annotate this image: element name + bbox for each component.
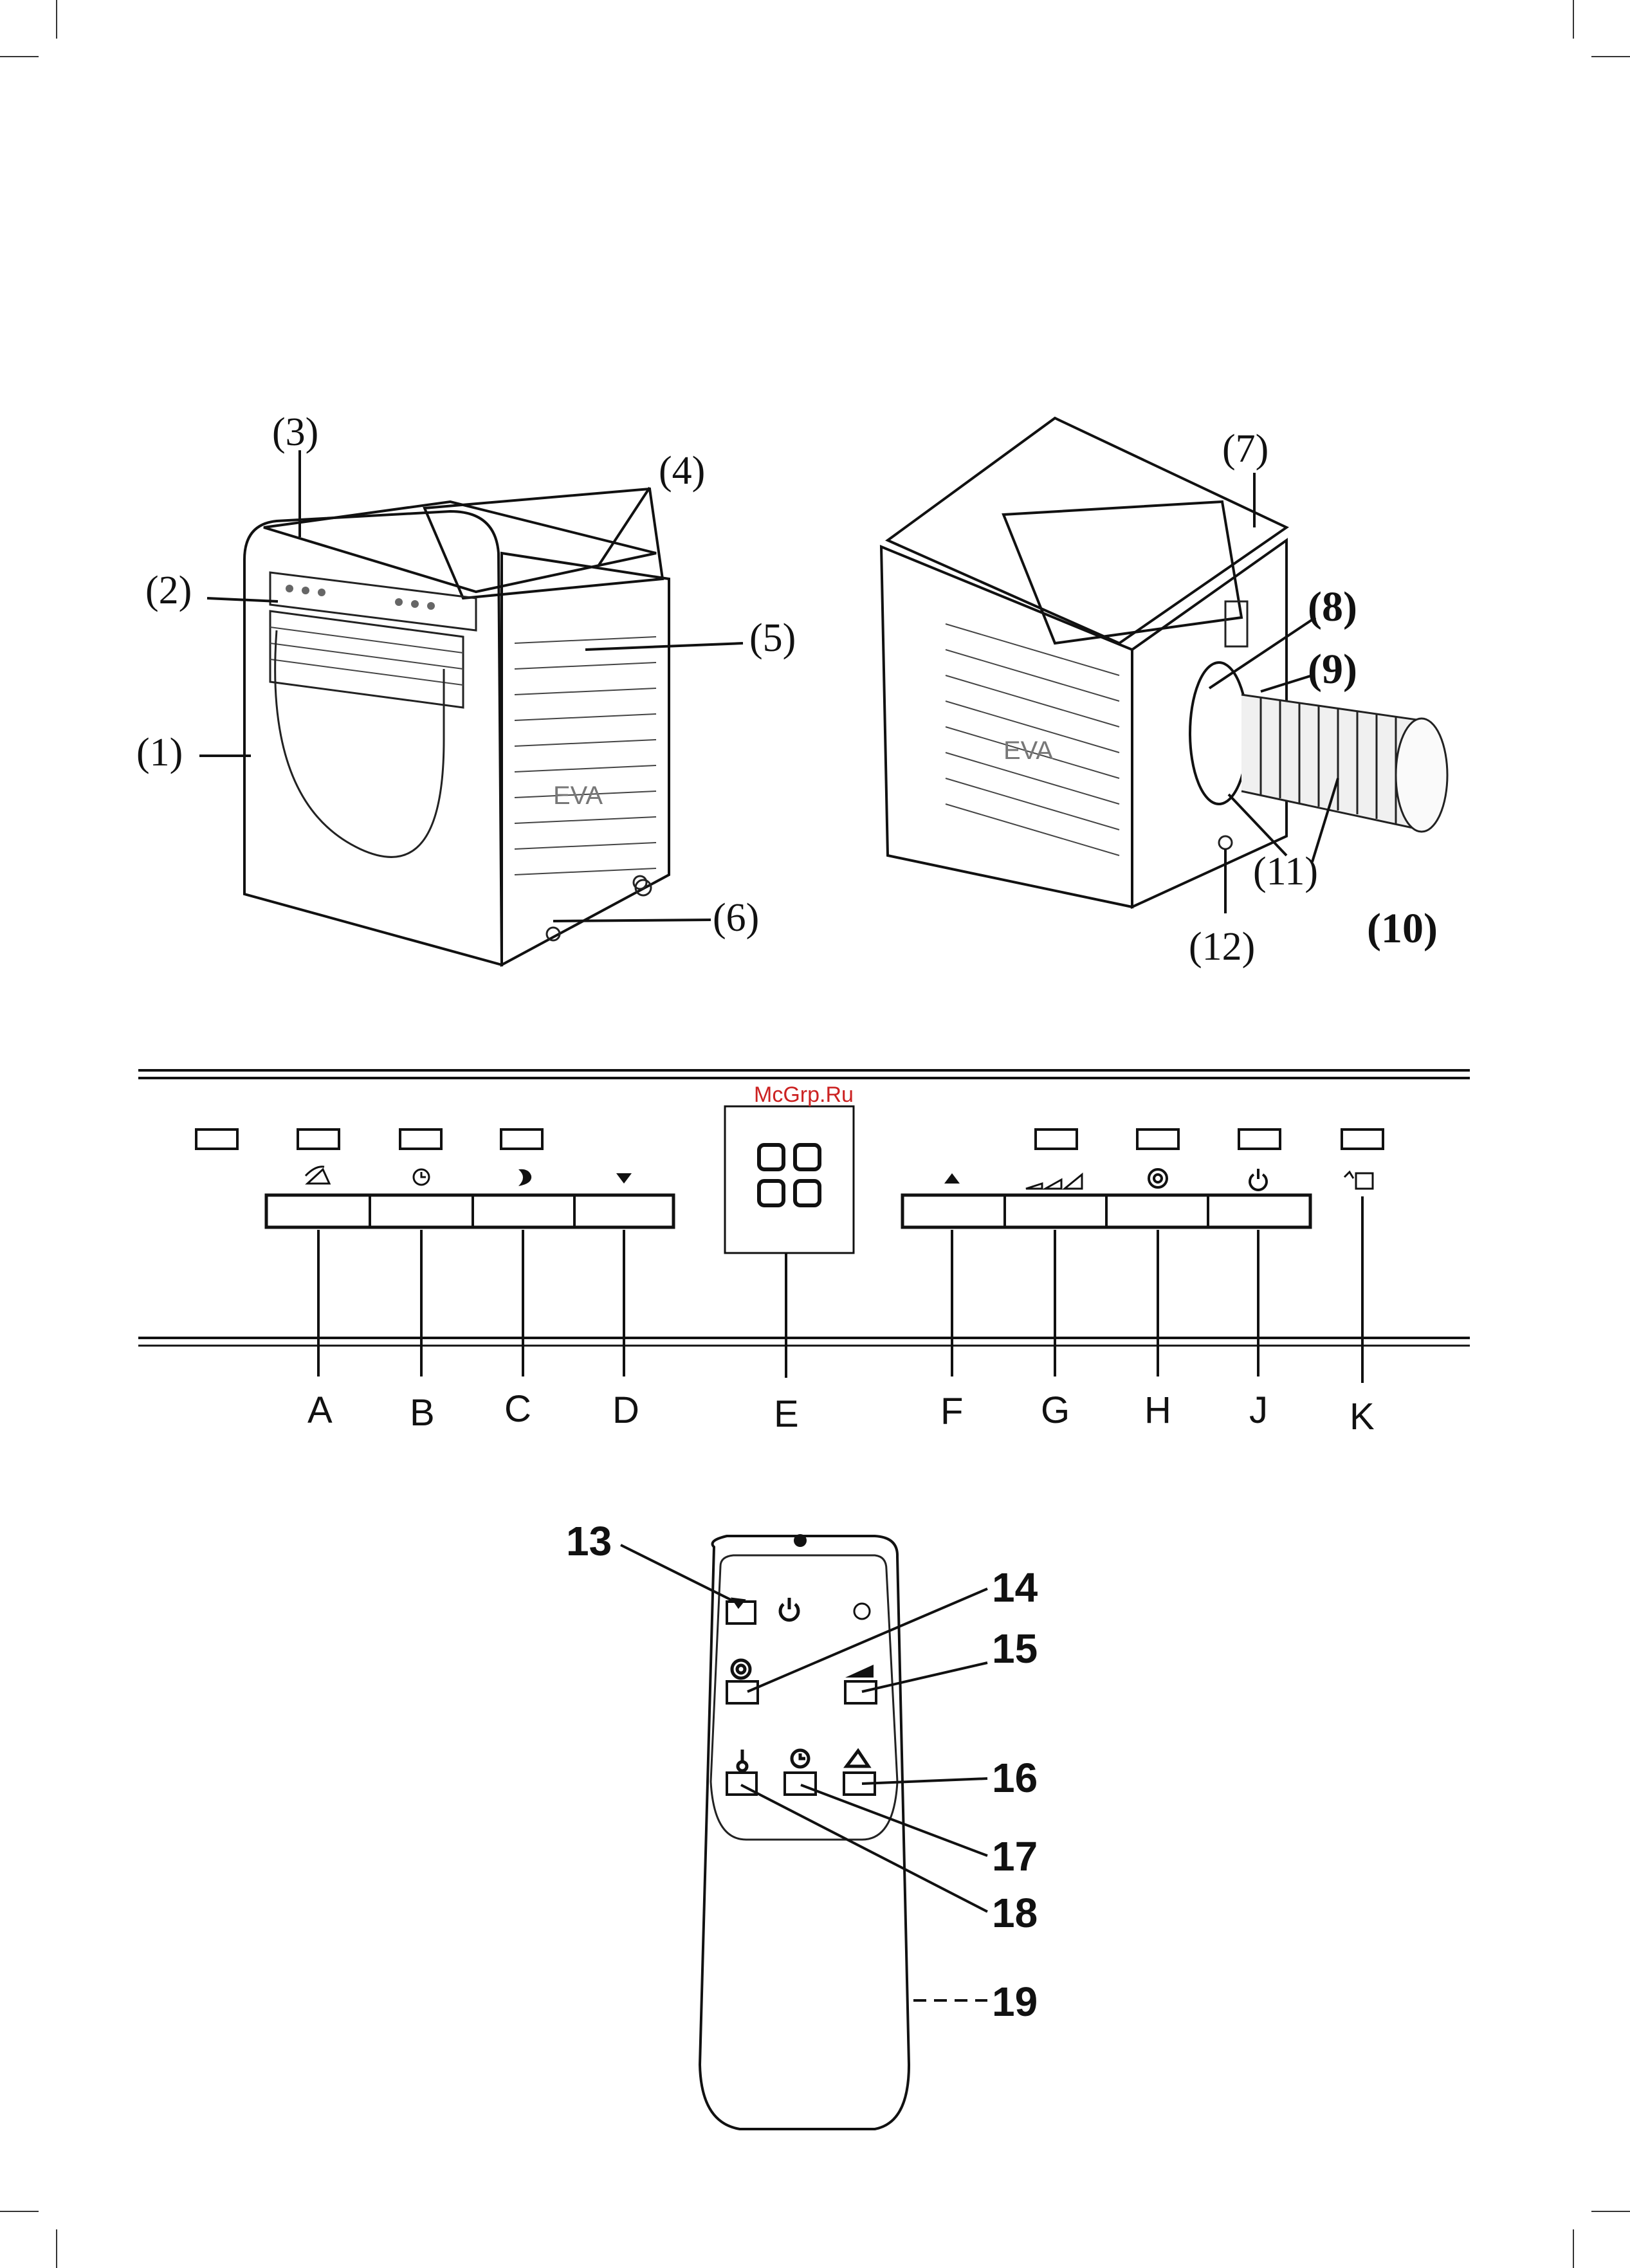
callout-8: (8): [1308, 583, 1357, 630]
remote-mode-button: [727, 1681, 758, 1703]
sleep-moon-icon: [518, 1169, 531, 1186]
remote-callout-13: 13: [566, 1518, 612, 1564]
mode-icon: [732, 1660, 750, 1678]
remote-callout-18: 18: [992, 1890, 1038, 1936]
mode-icon: [1149, 1169, 1167, 1187]
callout-4: (4): [659, 449, 705, 493]
remote-control-illustration: [700, 1534, 909, 2129]
callout-5: (5): [749, 616, 796, 660]
panel-label-A: A: [307, 1389, 333, 1431]
remote-callout-15: 15: [992, 1625, 1038, 1672]
up-triangle-icon: [944, 1173, 960, 1184]
watermark-text: McGrp.Ru: [754, 1083, 854, 1107]
panel-label-K: K: [1350, 1396, 1375, 1438]
exhaust-hose: [1241, 695, 1447, 832]
front-unit-illustration: EVA: [244, 489, 669, 965]
panel-label-F: F: [940, 1391, 963, 1432]
left-button-bar: [266, 1195, 673, 1227]
panel-display: [725, 1106, 854, 1253]
callout-2: (2): [145, 569, 192, 612]
callout-1: (1): [136, 731, 183, 774]
rear-unit-brand: EVA: [1003, 736, 1053, 765]
rear-unit-illustration: EVA: [881, 418, 1447, 907]
panel-label-J: J: [1249, 1389, 1268, 1431]
timer-icon: [414, 1169, 429, 1185]
panel-label-G: G: [1041, 1389, 1070, 1431]
callout-12: (12): [1189, 925, 1255, 969]
power-icon: [780, 1598, 798, 1620]
panel-label-B: B: [410, 1392, 435, 1434]
water-tank-full-icon: [1344, 1172, 1373, 1189]
panel-label-D: D: [612, 1389, 639, 1431]
remote-timer-button: [785, 1773, 816, 1795]
callout-9: (9): [1308, 646, 1357, 693]
callout-6: (6): [713, 896, 759, 940]
power-icon: [1250, 1169, 1267, 1190]
down-triangle-icon: [616, 1173, 632, 1184]
panel-label-C: C: [504, 1388, 531, 1430]
panel-label-E: E: [774, 1393, 799, 1435]
remote-callout-16: 16: [992, 1755, 1038, 1801]
timer-icon: [792, 1750, 809, 1767]
remote-fan-button: [845, 1681, 876, 1703]
front-unit-brand: EVA: [553, 782, 603, 810]
control-panel-diagram: A B C D E F G H J K: [138, 1070, 1470, 1438]
swing-icon: [306, 1167, 329, 1184]
panel-label-H: H: [1144, 1389, 1171, 1431]
remote-callout-17: 17: [992, 1833, 1038, 1879]
callout-10: (10): [1367, 905, 1438, 952]
temperature-icon: [738, 1750, 747, 1771]
led-indicator-icon: [854, 1604, 870, 1619]
swing-icon: [847, 1751, 868, 1766]
fan-speed-icon: [845, 1665, 874, 1678]
remote-callout-14: 14: [992, 1564, 1038, 1611]
remote-callout-19: 19: [992, 1979, 1038, 2025]
fan-speed-icon: [1026, 1175, 1082, 1189]
callout-11: (11): [1253, 850, 1318, 893]
callout-7: (7): [1222, 427, 1268, 471]
callout-3: (3): [272, 410, 318, 454]
